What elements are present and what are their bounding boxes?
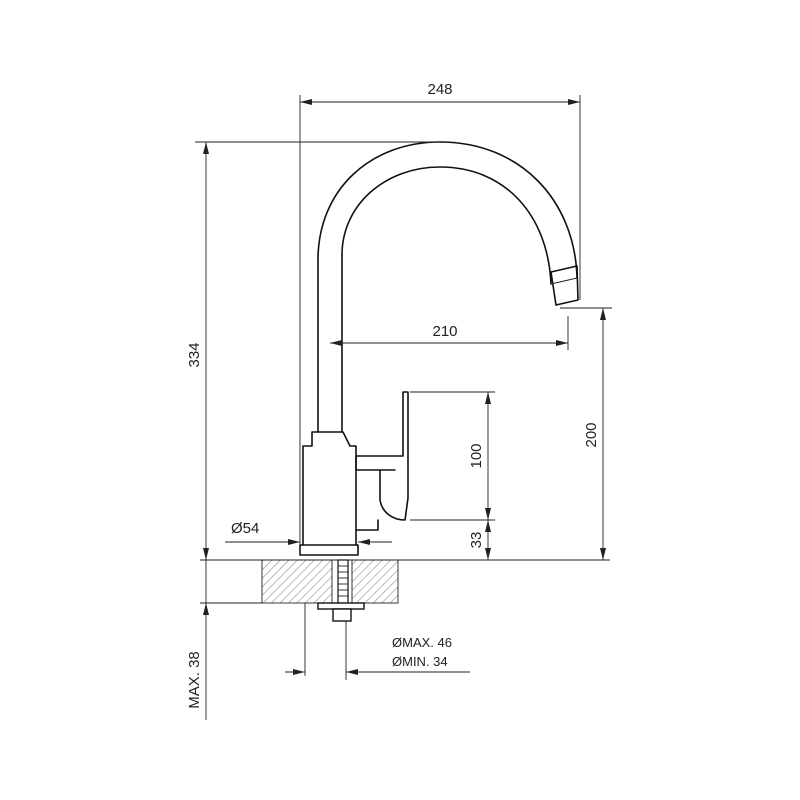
countertop-section — [200, 559, 610, 604]
dimension-max-thickness: MAX. 38 — [186, 560, 262, 720]
base-diameter-label: Ø54 — [231, 520, 259, 537]
dimension-spout-height: 200 — [560, 307, 612, 560]
hole-min-label: ØMIN. 34 — [392, 654, 448, 669]
spout — [317, 141, 579, 306]
mounting-rod — [317, 559, 365, 622]
dimension-hole-diameter: ØMAX. 46 ØMIN. 34 — [285, 603, 470, 680]
handle-base-height-label: 33 — [468, 532, 485, 549]
handle-height-label: 100 — [468, 443, 485, 468]
dimension-spout-reach: 210 — [330, 316, 569, 350]
handle-lever — [355, 391, 409, 521]
faucet-body — [299, 254, 379, 556]
spout-reach-label: 210 — [432, 323, 457, 340]
dimension-total-reach: 248 — [299, 81, 581, 545]
max-thickness-label: MAX. 38 — [186, 651, 203, 709]
dimension-base-diameter: Ø54 — [225, 520, 392, 545]
spout-height-label: 200 — [583, 422, 600, 447]
total-height-label: 334 — [186, 342, 203, 367]
total-reach-label: 248 — [427, 81, 452, 98]
dimension-handle-heights: 100 33 — [410, 391, 495, 560]
dimension-total-height: 334 — [186, 141, 440, 560]
hole-max-label: ØMAX. 46 — [392, 635, 452, 650]
